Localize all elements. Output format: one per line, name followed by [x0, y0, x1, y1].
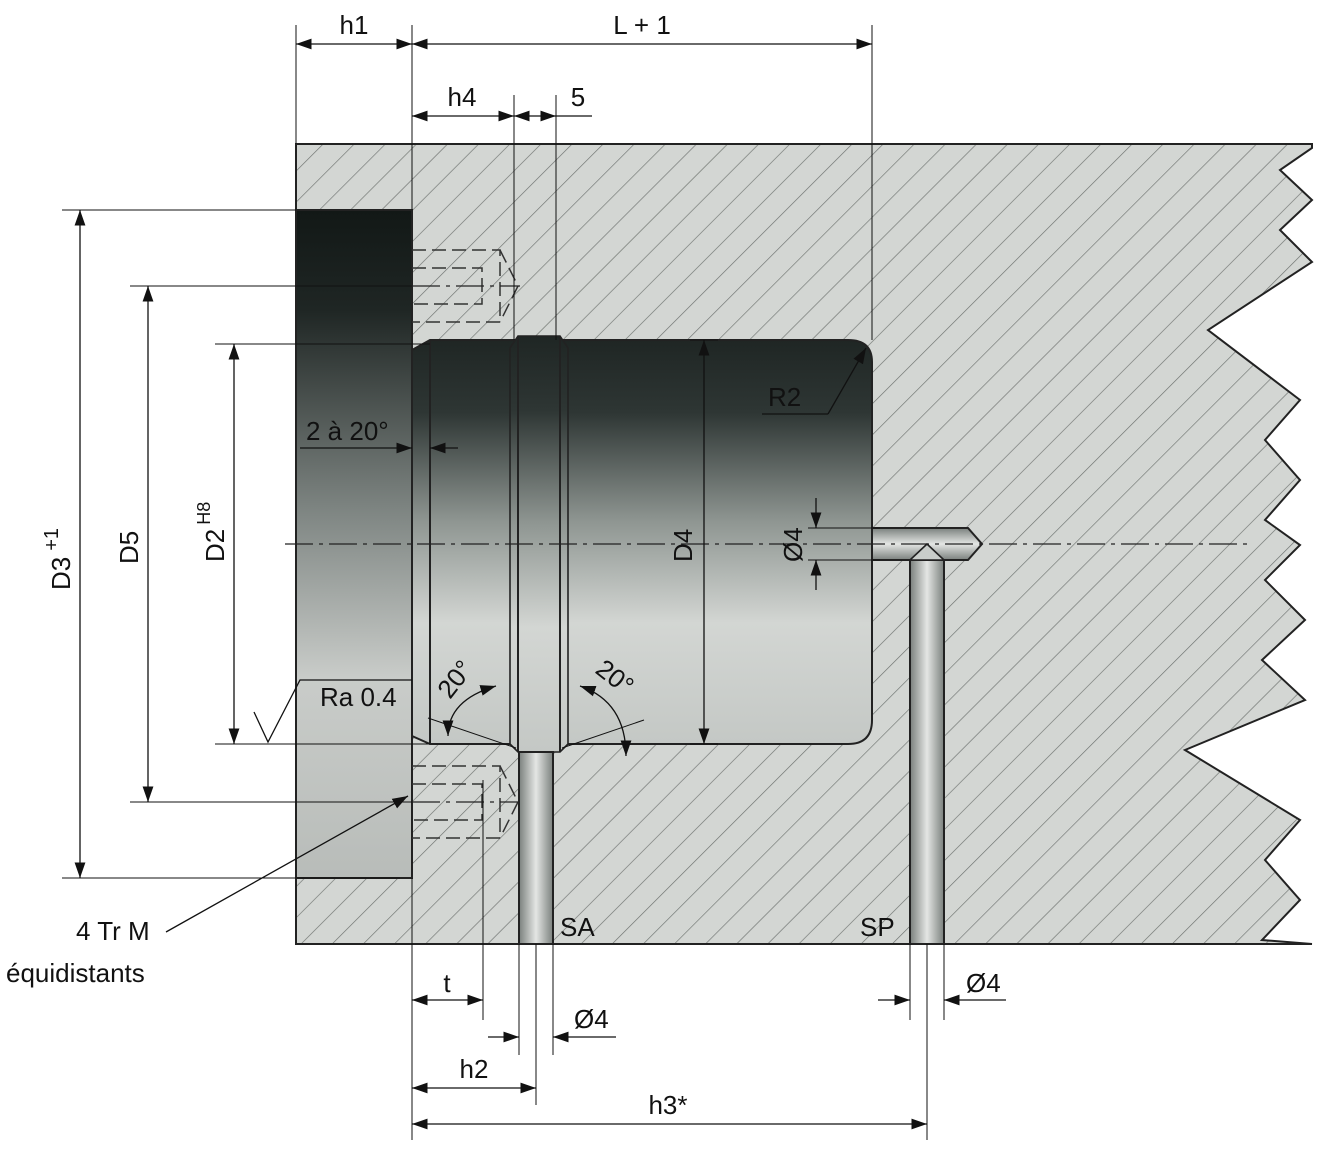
label-d2-tol: H8: [194, 502, 214, 525]
angle-arc-right: [579, 685, 632, 757]
tapped-hole-leader: [165, 795, 409, 933]
label-h4: h4: [448, 82, 477, 112]
label-five: 5: [571, 82, 585, 112]
angle-arc-left: [442, 685, 497, 737]
label-dia4-sa: Ø4: [574, 1004, 609, 1034]
label-h1: h1: [340, 10, 369, 40]
label-tapped-line1: 4 Tr M: [76, 916, 150, 946]
label-h2: h2: [460, 1054, 489, 1084]
label-t: t: [443, 968, 451, 998]
sp-drill-tip: [907, 542, 947, 561]
label-angle-chamfer: 2 à 20°: [306, 416, 389, 446]
label-d4: D4: [668, 529, 698, 562]
surface-finish-symbol: [253, 679, 412, 744]
label-dia4-sp: Ø4: [966, 968, 1001, 998]
label-dia4-axial: Ø4: [778, 527, 808, 562]
label-r2: R2: [768, 382, 801, 412]
label-d3-tol: +1: [41, 528, 63, 551]
label-ra: Ra 0.4: [320, 682, 397, 712]
label-sp: SP: [860, 912, 895, 942]
label-tapped-line2: équidistants: [6, 958, 145, 988]
label-sa: SA: [560, 912, 595, 942]
label-d3: D3+1: [41, 528, 76, 590]
sa-channel: [518, 751, 554, 945]
label-h3: h3*: [648, 1090, 687, 1120]
sp-vertical-channel: [909, 559, 945, 945]
label-d2: D2H8: [194, 502, 230, 562]
r2-leader: [827, 347, 867, 415]
label-l-plus-1: L + 1: [613, 10, 671, 40]
label-d5: D5: [114, 531, 144, 564]
